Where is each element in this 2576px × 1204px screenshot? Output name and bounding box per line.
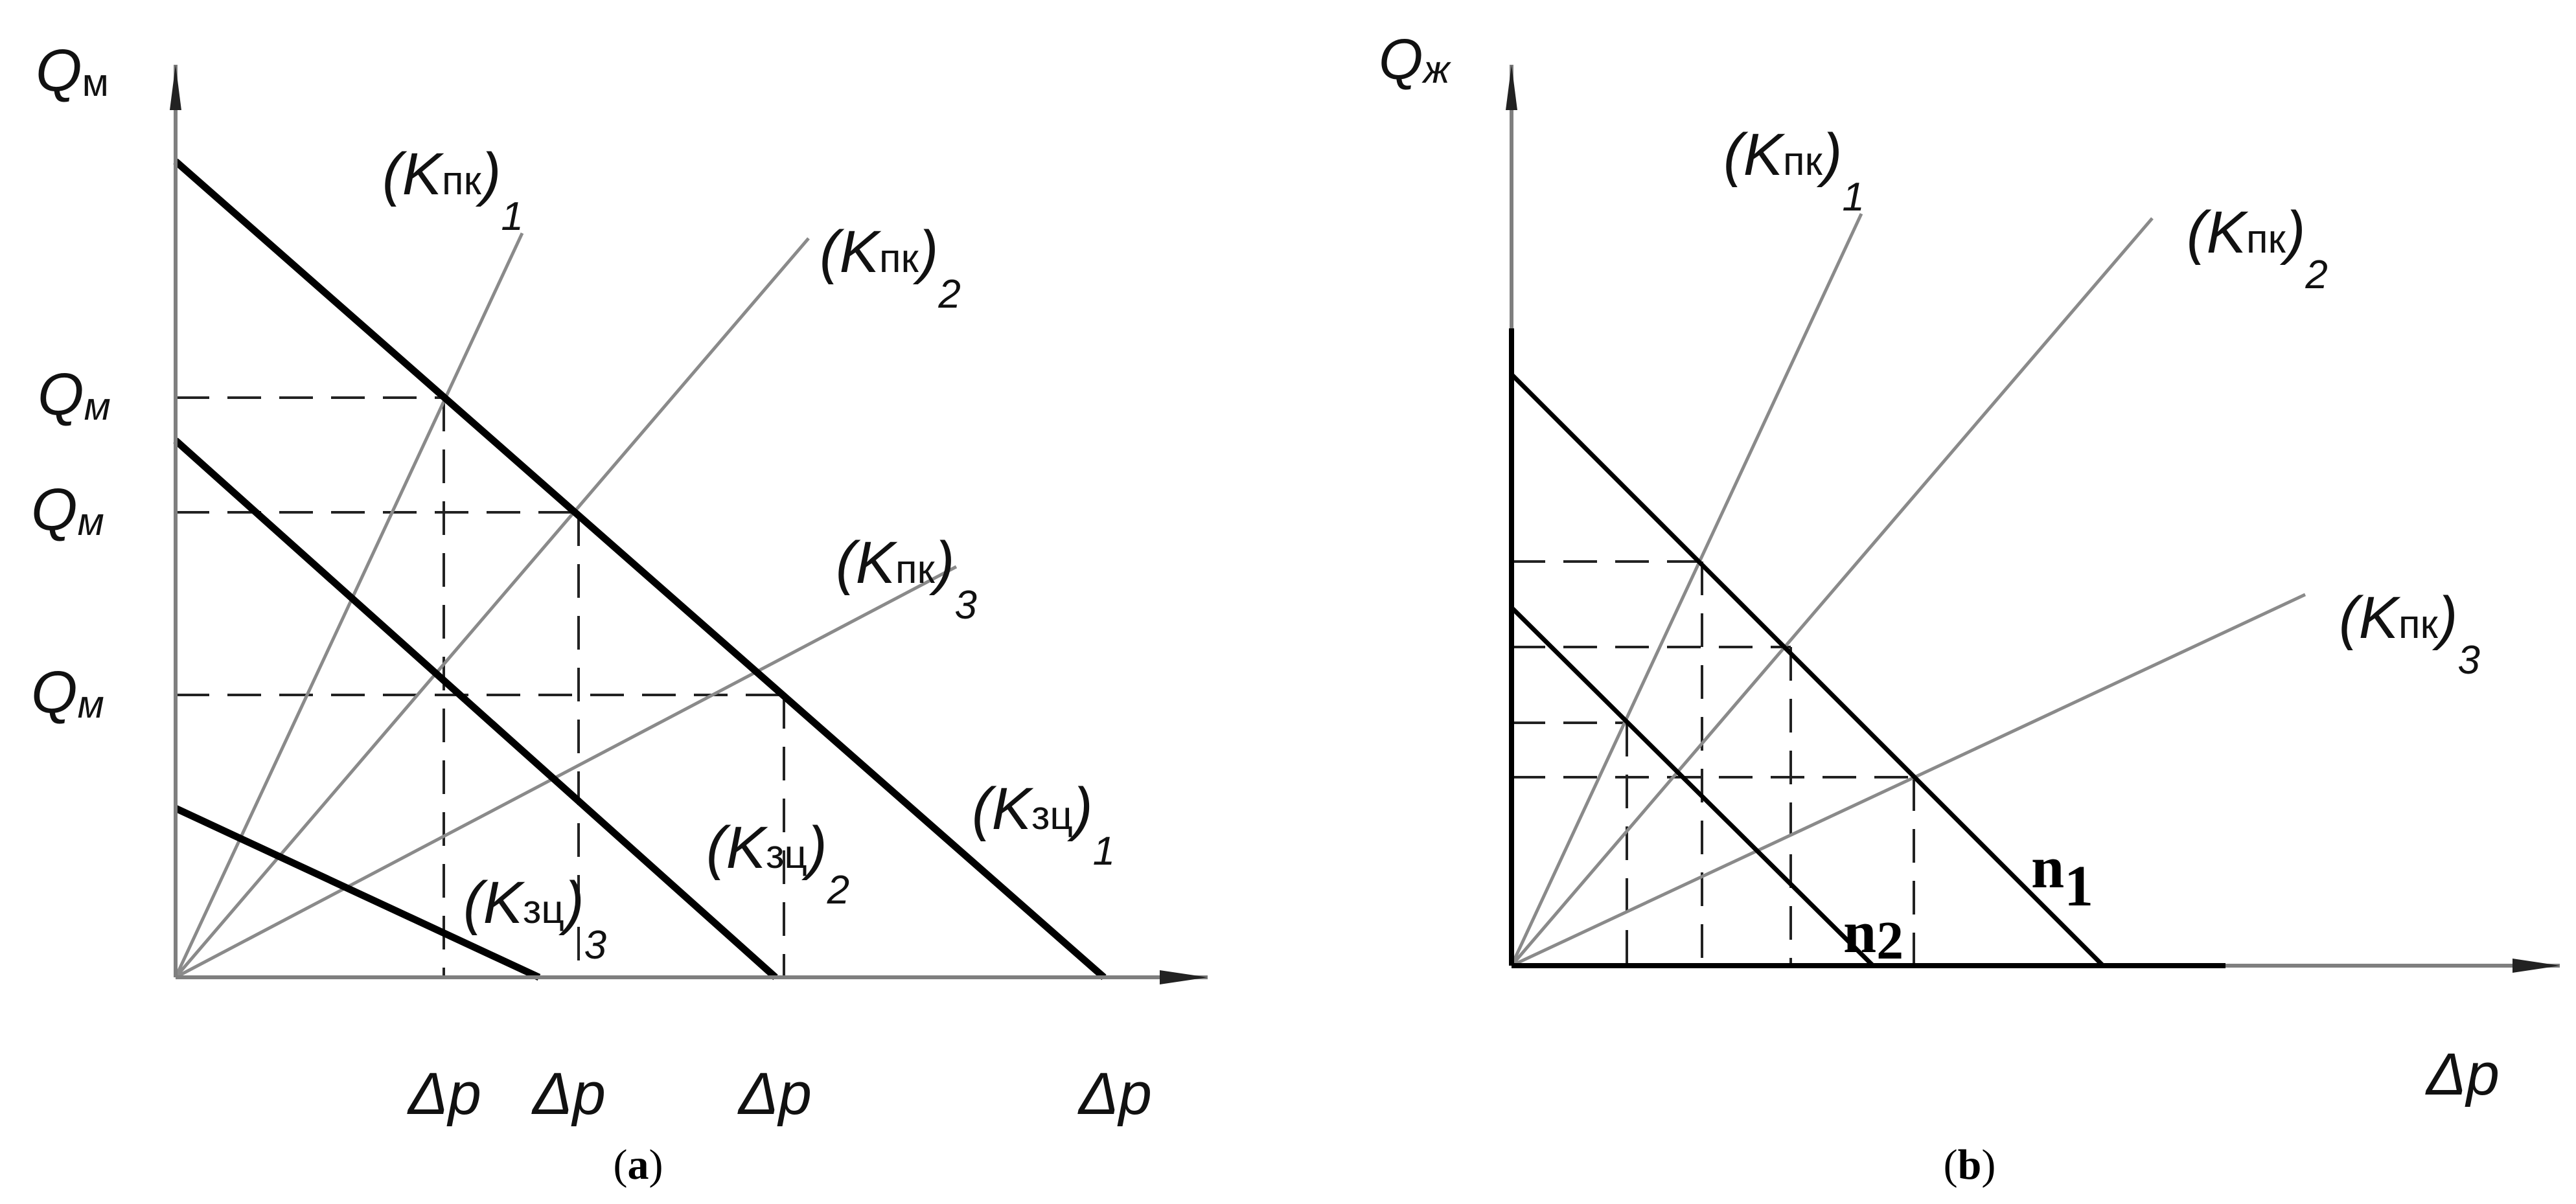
axes-b — [1506, 65, 2560, 973]
n1-line — [1510, 372, 2105, 968]
y-axis-arrow-icon — [1506, 65, 1517, 110]
kpk3-line-a — [174, 565, 958, 979]
kpk3-label-b: (Kпк)3 — [2339, 585, 2480, 683]
guide-lines-b — [1512, 560, 1915, 966]
y-axis-label-a: Qм — [36, 38, 109, 104]
x-axis-arrow-icon — [2513, 959, 2560, 973]
kzc-lines-a — [173, 158, 1107, 981]
kpk1-label-a: (Kпк)1 — [382, 141, 523, 239]
kzc1-label-a: (Kзц)1 — [972, 776, 1115, 874]
x-tick-label: Δp — [1077, 1061, 1152, 1127]
n2-label: n2 — [1843, 899, 1903, 971]
n1-label: n1 — [2031, 834, 2093, 918]
kzc2-line-a — [173, 437, 778, 981]
panel-b: Qж Δp (Kпк)1 (Kпк)2 (Kпк)3 n1 n2 (b) — [1379, 27, 2560, 1188]
y-axis-label-b: Qж — [1379, 27, 1451, 91]
kzc1-line-a — [173, 158, 1107, 981]
caption-b: (b) — [1944, 1141, 1996, 1188]
kzc2-label-a: (Kзц)2 — [706, 815, 849, 913]
kpk3-label-a: (Kпк)3 — [836, 530, 977, 628]
y-axis-arrow-icon — [170, 65, 181, 110]
kpk1-line-b — [1510, 212, 1863, 967]
panel-a: Qм Qм Qм Qм Δp Δp Δp Δp (Kпк)1 (Kпк)2 (K… — [31, 38, 1208, 1188]
n2-line — [1510, 606, 1875, 968]
kpk2-label-a: (Kпк)2 — [820, 219, 961, 317]
axes-a — [170, 65, 1208, 984]
kpk2-line-b — [1510, 217, 2154, 967]
kpk1-line-a — [174, 232, 524, 979]
guide-lines-a — [176, 396, 785, 977]
y-tick-label: Qм — [38, 361, 111, 428]
x-tick-label: Δp — [531, 1061, 606, 1127]
x-axis-arrow-icon — [1160, 970, 1208, 984]
x-axis-label-b: Δp — [2425, 1041, 2500, 1107]
x-tick-label: Δp — [407, 1061, 481, 1127]
y-tick-label: Qм — [31, 477, 104, 543]
caption-a: (a) — [614, 1141, 663, 1188]
x-tick-label: Δp — [737, 1061, 812, 1127]
kpk1-label-b: (Kпк)1 — [1723, 122, 1865, 220]
kzc3-line-a — [174, 805, 541, 981]
kpk2-label-b: (Kпк)2 — [2187, 199, 2328, 297]
speed-lines-b — [1510, 372, 2105, 968]
kpk-lines-b — [1510, 212, 2306, 968]
y-tick-label: Qм — [31, 659, 104, 726]
kpk3-line-b — [1510, 593, 2306, 968]
